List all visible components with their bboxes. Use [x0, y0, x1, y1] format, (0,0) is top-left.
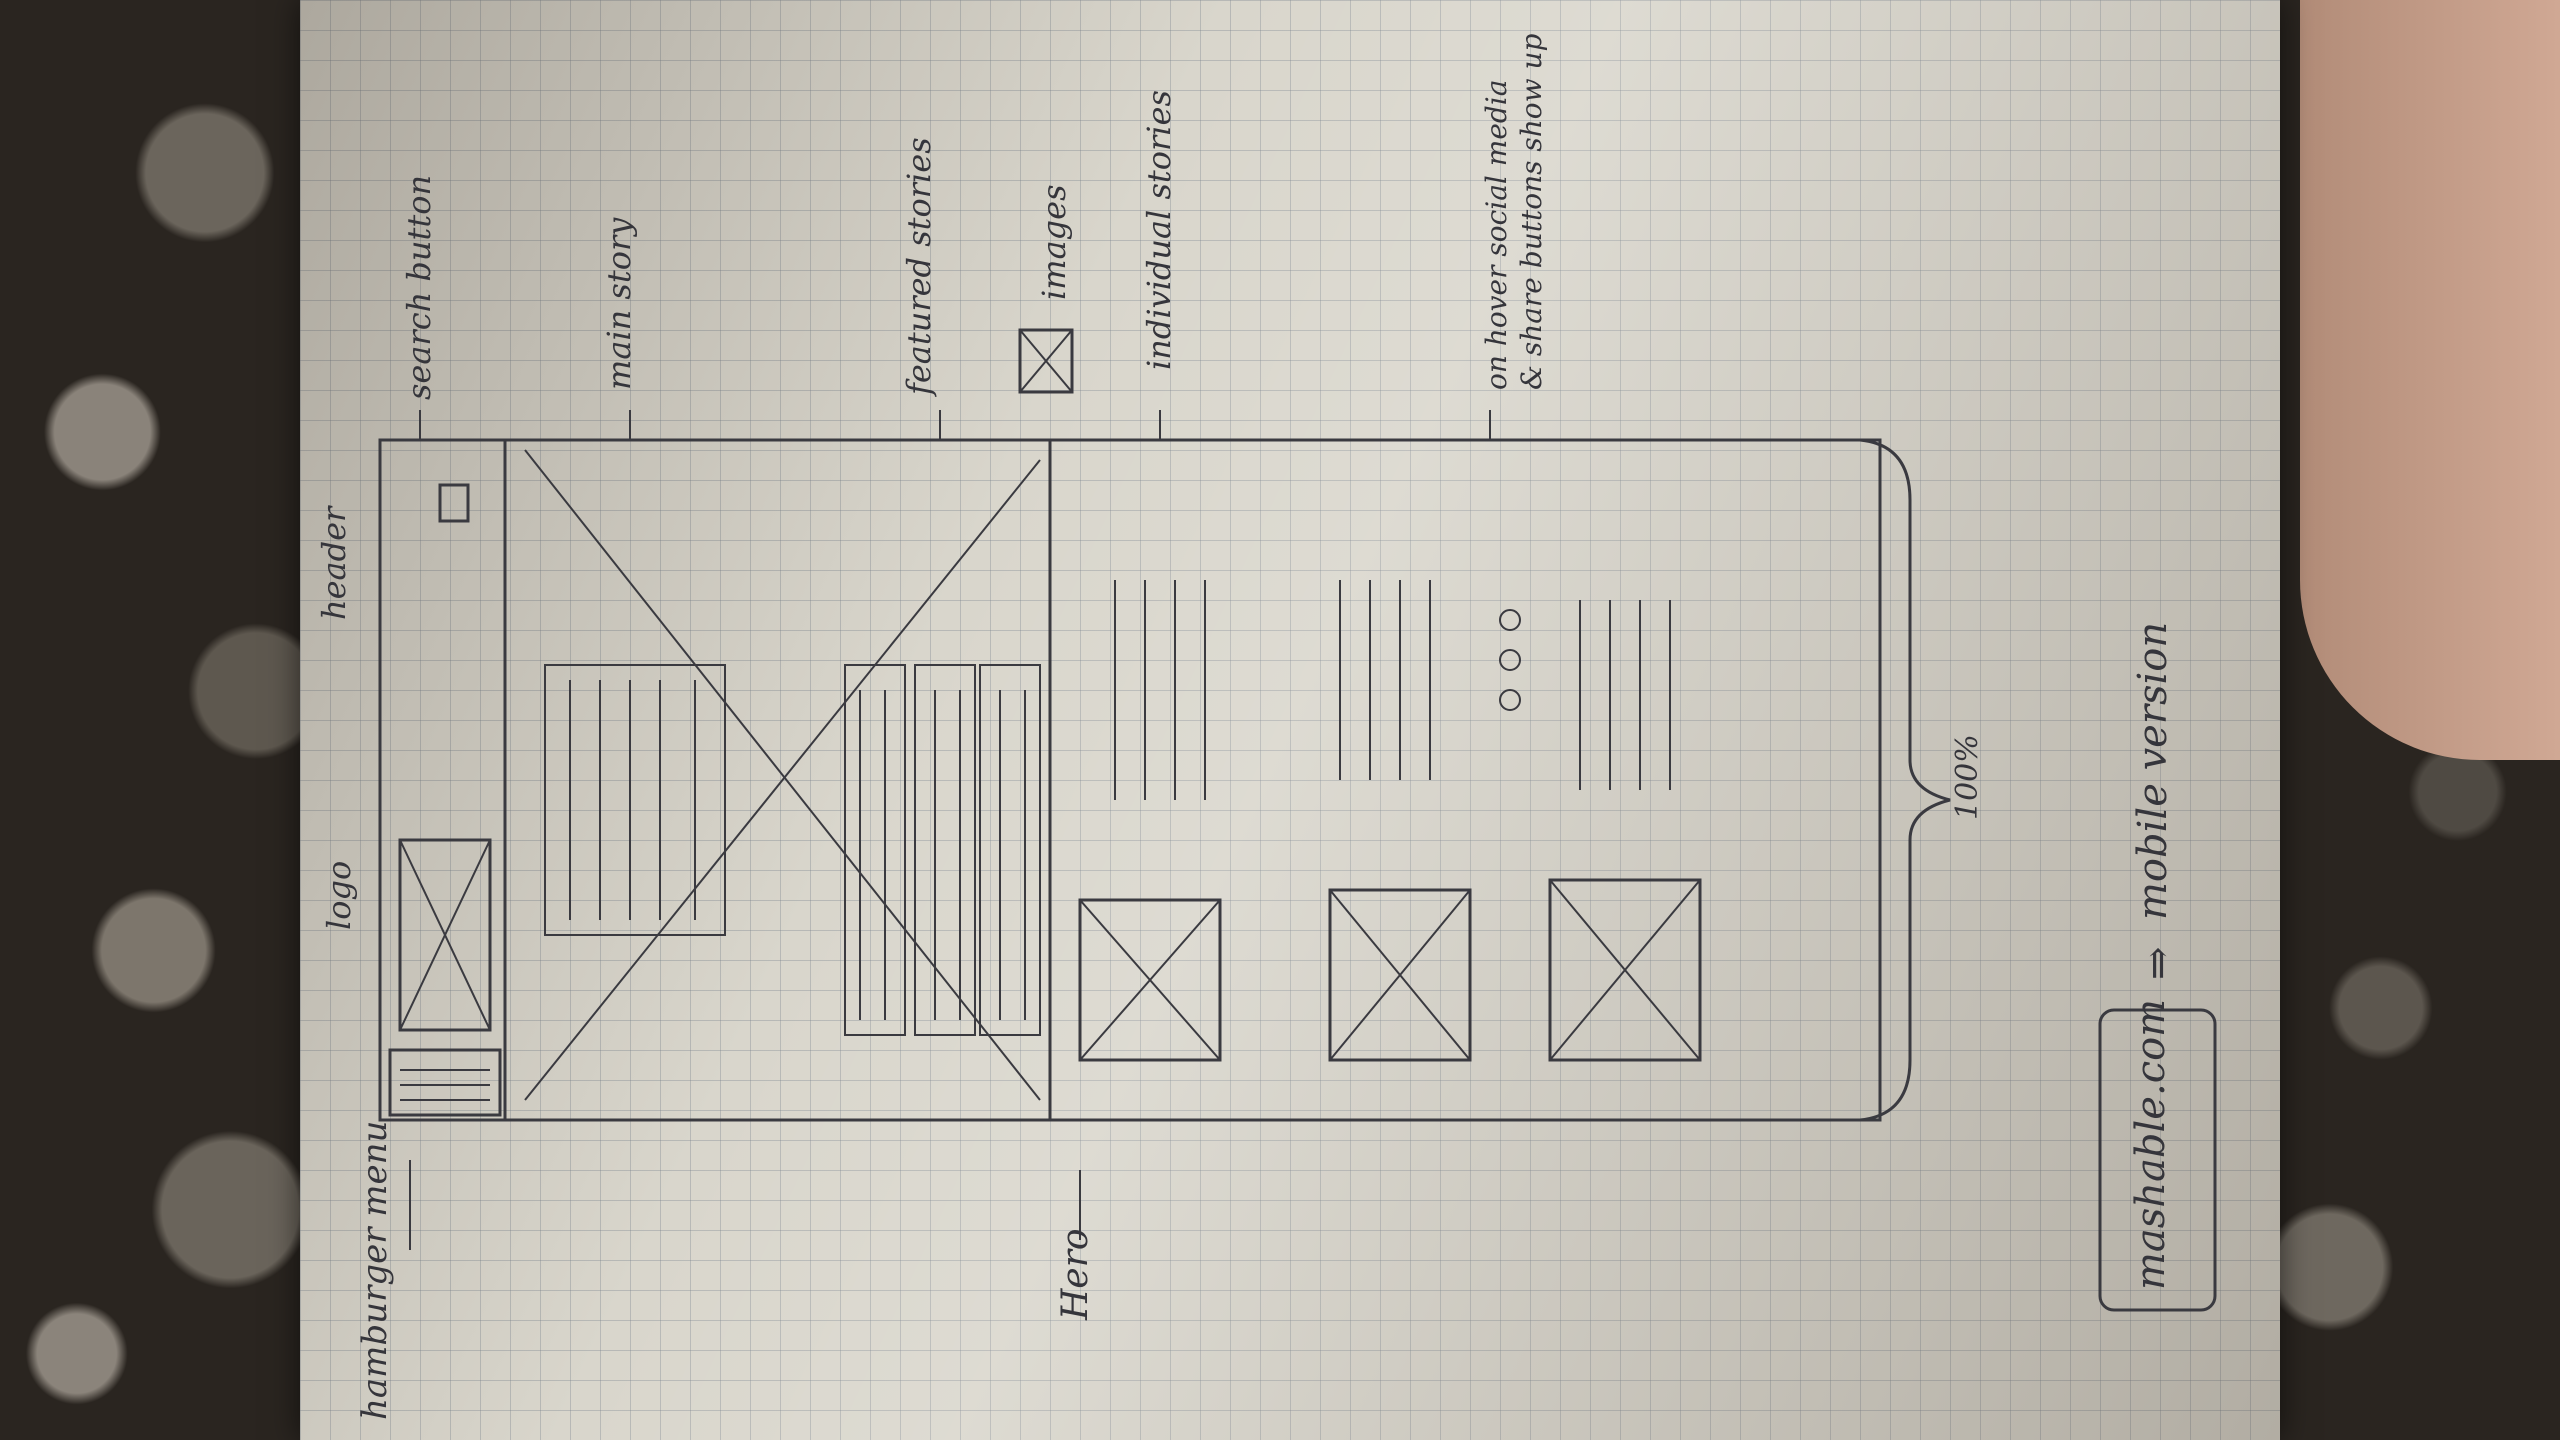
- label-featured-stories: featured stories: [900, 137, 938, 395]
- hero-image-cross: [524, 449, 1041, 1101]
- label-logo: logo: [320, 860, 358, 930]
- logo-placeholder: [398, 838, 492, 1032]
- label-main-story: main story: [600, 217, 638, 390]
- images-legend-box: [1018, 328, 1074, 394]
- featured-story-2: [914, 664, 976, 1036]
- main-story-block: [544, 664, 726, 936]
- label-mobile-version: mobile version: [2130, 621, 2176, 920]
- story-row-2: [1328, 580, 1521, 1062]
- label-hover-line2: & share buttons show up: [1515, 33, 1548, 390]
- thumb: [2300, 0, 2560, 760]
- label-images: images: [1035, 184, 1073, 301]
- featured-story-1: [844, 664, 906, 1036]
- label-width: 100%: [1950, 734, 1985, 820]
- label-individual-stories: individual stories: [1140, 90, 1178, 370]
- label-arrow: ⇒: [2135, 946, 2181, 980]
- wireframe-sketch: [378, 328, 2217, 1312]
- label-hero: Hero: [1055, 1228, 1096, 1320]
- label-hover-line1: on hover social media: [1480, 79, 1513, 390]
- featured-story-3: [979, 664, 1041, 1036]
- hamburger-icon: [388, 1048, 502, 1117]
- mobile-frame: [378, 438, 1882, 1122]
- label-site: mashable.com: [2128, 998, 2174, 1290]
- width-brace: [1858, 438, 1951, 1122]
- search-icon: [438, 483, 470, 523]
- story-row-1: [1078, 580, 1222, 1062]
- label-search-button: search button: [400, 174, 438, 400]
- site-box: [2098, 1008, 2217, 1312]
- label-header: header: [315, 506, 353, 620]
- story-row-3: [1548, 600, 1702, 1062]
- notebook-page: hamburger menu logo header search button…: [300, 0, 2280, 1440]
- label-hamburger-menu: hamburger menu: [355, 1120, 395, 1420]
